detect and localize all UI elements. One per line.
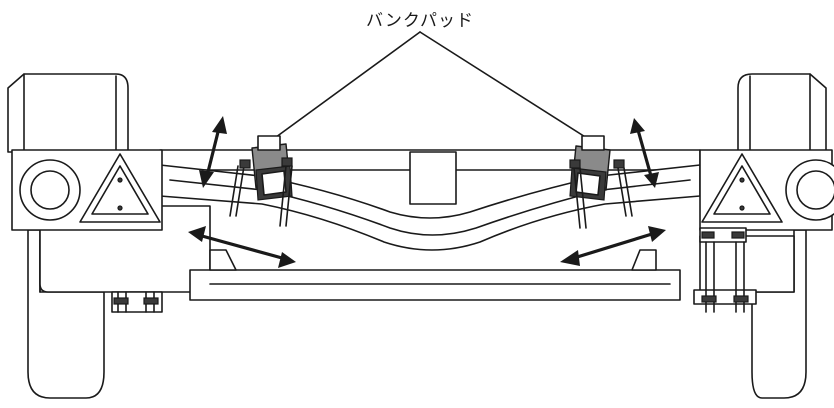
adjust-arrow-right-horizontal xyxy=(560,226,666,266)
right-bunk-pad xyxy=(569,135,633,229)
left-u-bolts xyxy=(111,291,163,313)
adjust-arrow-left-vertical xyxy=(199,116,227,188)
adjust-arrow-left-horizontal xyxy=(188,226,296,268)
right-u-bolts xyxy=(693,227,757,313)
callout-leaders xyxy=(271,31,591,141)
left-bunk-pad xyxy=(229,135,293,227)
right-fender xyxy=(699,73,827,293)
bunk-pad-label: バンクパッド xyxy=(366,11,474,31)
left-tail-light xyxy=(11,149,163,231)
adjust-arrow-right-vertical xyxy=(630,118,659,188)
right-tire xyxy=(751,229,807,399)
right-tail-light xyxy=(699,149,834,231)
